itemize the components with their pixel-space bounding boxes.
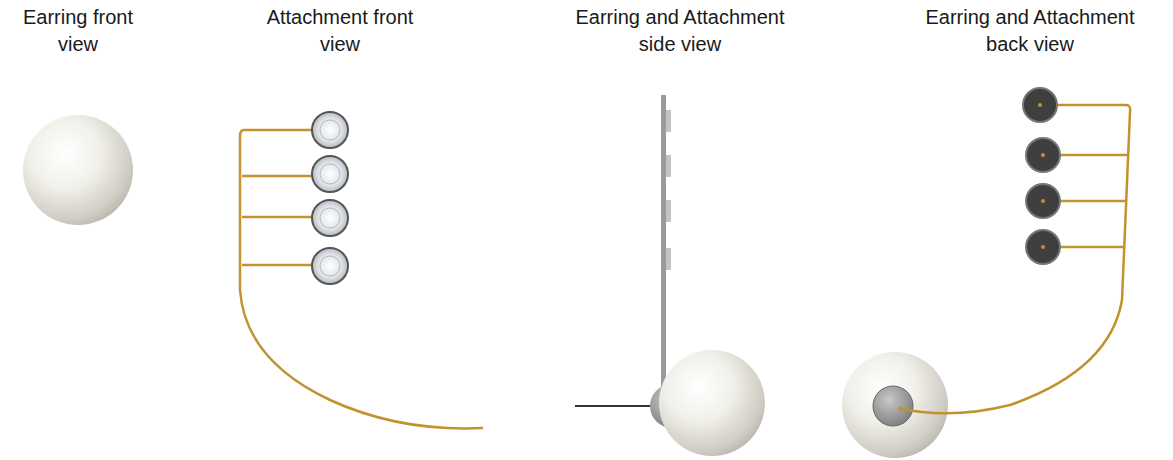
view-heading: Earring front view	[3, 4, 153, 58]
pearl	[23, 115, 133, 225]
view-heading: Earring and Attachment side view	[555, 4, 805, 58]
view-heading: Attachment front view	[245, 4, 435, 58]
view-heading: Earring and Attachment back view	[905, 4, 1155, 58]
side-view	[575, 95, 765, 456]
attachment-front	[240, 112, 483, 428]
back-view	[842, 88, 1130, 458]
